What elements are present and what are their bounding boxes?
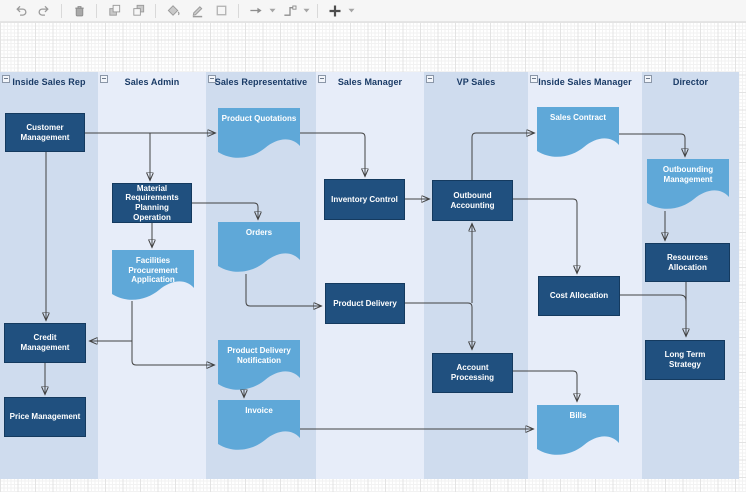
node-product-delivery[interactable]: Product Delivery xyxy=(325,283,405,324)
node-label: Credit Management xyxy=(20,333,70,352)
redo-icon xyxy=(38,5,49,16)
lane-collapse-icon[interactable] xyxy=(530,75,538,83)
node-label: Outbound Accounting xyxy=(450,190,495,210)
node-label: Product Quotations xyxy=(221,114,297,123)
lane-title: Inside Sales Manager xyxy=(538,77,632,87)
node-facilities-procurement-application[interactable]: Facilities Procurement Application xyxy=(112,250,194,302)
insert-icon xyxy=(329,5,341,16)
node-account-processing[interactable]: Account Processing xyxy=(432,353,513,393)
to-back-button[interactable] xyxy=(126,1,150,21)
toolbar-separator xyxy=(238,3,239,18)
node-label: Inventory Control xyxy=(331,194,398,204)
lane-title: Inside Sales Rep xyxy=(12,77,86,87)
redo-button[interactable] xyxy=(32,1,56,21)
node-cost-allocation[interactable]: Cost Allocation xyxy=(538,276,620,316)
canvas[interactable]: Inside Sales Rep Sales Admin Sales Repre… xyxy=(0,22,746,492)
node-label: Customer Management xyxy=(20,122,70,142)
lane-title: Sales Representative xyxy=(214,77,308,87)
node-outbound-accounting[interactable]: Outbound Accounting xyxy=(432,180,513,221)
lane-collapse-icon[interactable] xyxy=(644,75,652,83)
insert-button[interactable] xyxy=(323,1,347,21)
node-outbounding-management[interactable]: Outbounding Management xyxy=(647,159,729,211)
undo-icon xyxy=(15,5,26,16)
node-label: Invoice xyxy=(245,406,273,415)
lane-collapse-icon[interactable] xyxy=(208,75,216,83)
node-label: Outbounding Management xyxy=(662,165,714,184)
node-label: Facilities Procurement Application xyxy=(128,256,178,285)
node-label: Price Management xyxy=(9,412,81,422)
connection-arrow-button[interactable] xyxy=(244,1,268,21)
lane-collapse-icon[interactable] xyxy=(100,75,108,83)
lane-sales-manager[interactable]: Sales Manager xyxy=(316,72,424,479)
node-label: Long Term Strategy xyxy=(664,350,706,369)
line-color-icon xyxy=(192,6,202,18)
fill-color-button[interactable] xyxy=(161,1,185,21)
connection-arrow-icon xyxy=(250,7,262,14)
node-label: Bills xyxy=(569,411,587,420)
fill-color-icon xyxy=(167,5,180,16)
node-resources-allocation[interactable]: Resources Allocation xyxy=(645,243,730,282)
dropdown-caret-icon[interactable] xyxy=(269,8,276,13)
delete-icon xyxy=(74,6,84,17)
node-price-management[interactable]: Price Management xyxy=(4,397,86,437)
to-front-button[interactable] xyxy=(102,1,126,21)
lane-title: Director xyxy=(672,77,709,87)
shadow-button[interactable] xyxy=(209,1,233,21)
delete-button[interactable] xyxy=(67,1,91,21)
node-customer-management[interactable]: Customer Management xyxy=(5,113,85,152)
node-inventory-control[interactable]: Inventory Control xyxy=(324,179,405,220)
lane-vp-sales[interactable]: VP Sales xyxy=(424,72,528,479)
lane-collapse-icon[interactable] xyxy=(318,75,326,83)
toolbar-separator xyxy=(61,3,62,18)
waypoints-icon xyxy=(284,5,297,16)
dropdown-caret-icon[interactable] xyxy=(348,8,355,13)
to-back-icon xyxy=(132,4,144,16)
to-front-icon xyxy=(108,4,120,16)
line-color-button[interactable] xyxy=(185,1,209,21)
waypoints-button[interactable] xyxy=(278,1,302,21)
undo-button[interactable] xyxy=(8,1,32,21)
node-label: Account Processing xyxy=(450,363,495,382)
lane-title: Sales Admin xyxy=(124,77,180,87)
node-credit-management[interactable]: Credit Management xyxy=(4,323,86,363)
lane-collapse-icon[interactable] xyxy=(426,75,434,83)
toolbar xyxy=(0,0,746,22)
node-label: Sales Contract xyxy=(549,113,607,122)
node-label: Product Delivery Notification xyxy=(227,346,291,365)
node-long-term-strategy[interactable]: Long Term Strategy xyxy=(645,340,725,380)
shadow-icon xyxy=(216,5,226,16)
node-label: Orders xyxy=(245,228,273,237)
node-label: Cost Allocation xyxy=(549,291,609,301)
node-label: Product Delivery xyxy=(333,298,397,308)
lane-title: VP Sales xyxy=(456,77,496,87)
dropdown-caret-icon[interactable] xyxy=(303,8,310,13)
toolbar-separator xyxy=(317,3,318,18)
node-label: Resources Allocation xyxy=(667,252,708,272)
lane-collapse-icon[interactable] xyxy=(2,75,10,83)
node-material-requirements-planning-operation[interactable]: Material Requirements Planning Operation xyxy=(112,183,192,223)
toolbar-separator xyxy=(96,3,97,18)
node-label: Material Requirements Planning Operation xyxy=(125,183,179,222)
lane-title: Sales Manager xyxy=(337,77,403,87)
toolbar-separator xyxy=(155,3,156,18)
